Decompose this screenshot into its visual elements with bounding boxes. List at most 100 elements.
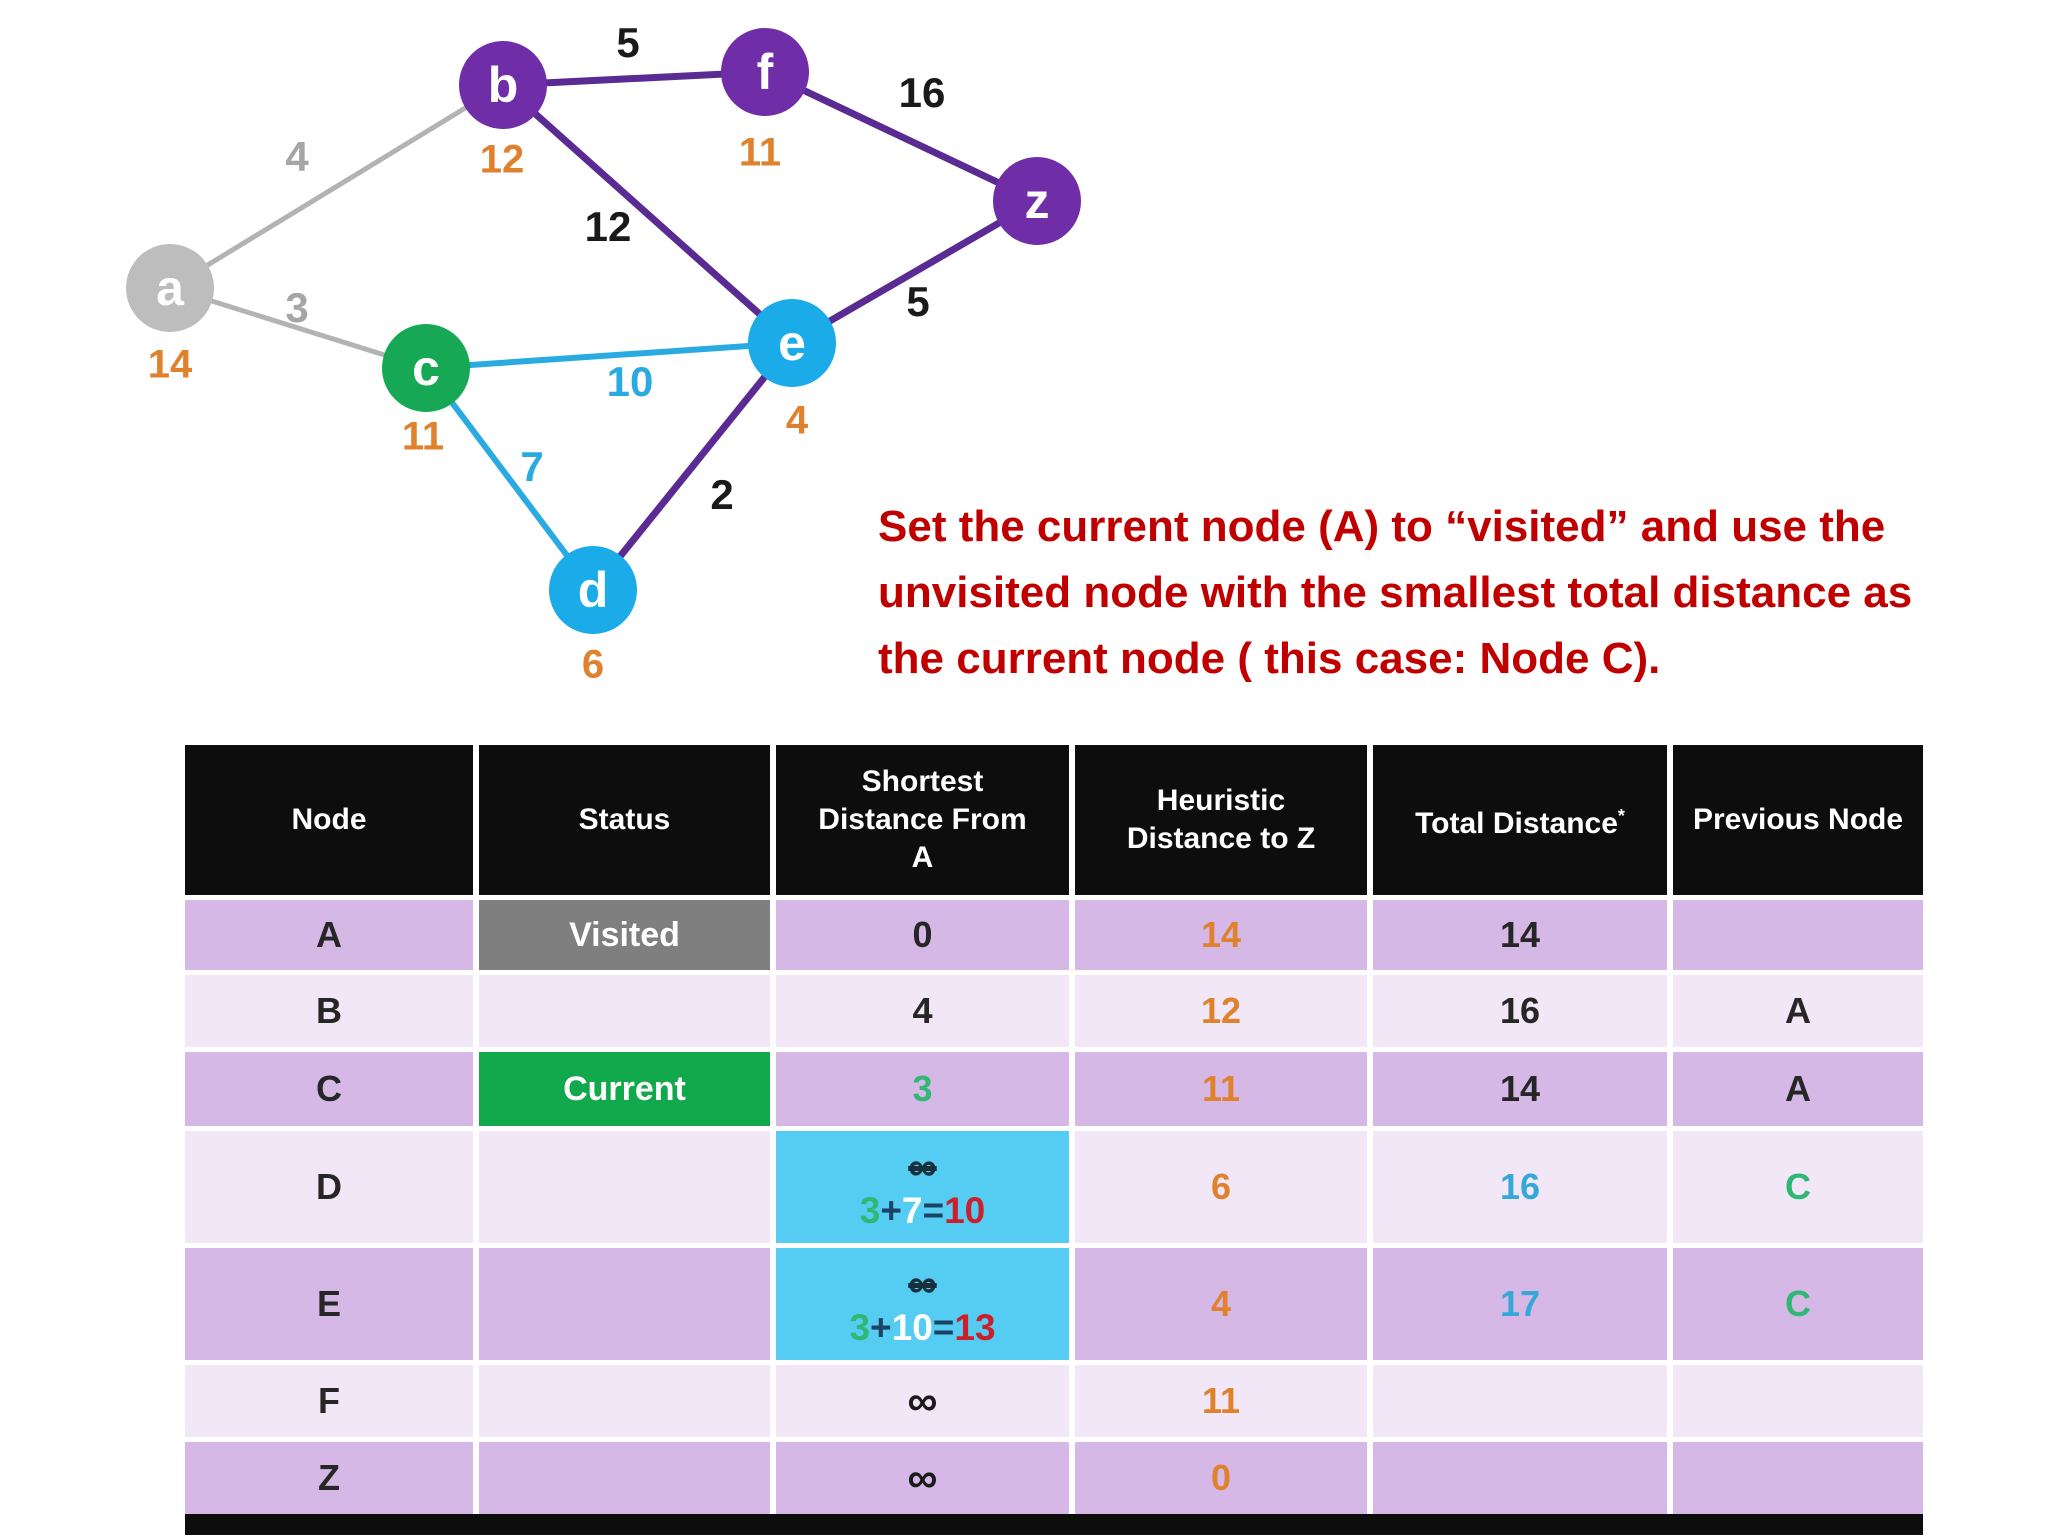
- distance-formula: 3+7=10: [860, 1192, 986, 1229]
- total-distance-asterisk: *: [1617, 806, 1625, 826]
- cell-status: [479, 1365, 770, 1437]
- cell-shortest-updated: ∞ 3+10=13: [776, 1248, 1069, 1360]
- edge-weight-d-e: 2: [710, 471, 734, 518]
- formula-result: 10: [944, 1190, 986, 1231]
- cell-node: F: [185, 1365, 473, 1437]
- edge-b-e: [500, 82, 795, 346]
- edge-d-e: [590, 340, 795, 593]
- cell-total: 16: [1373, 1131, 1667, 1243]
- graph-node-e: e: [748, 299, 836, 387]
- edge-weight-b-f: 5: [616, 19, 640, 66]
- edge-f-z: [763, 68, 1039, 205]
- formula-equals: =: [932, 1307, 955, 1348]
- cell-heuristic: 4: [1075, 1248, 1367, 1360]
- cell-node: C: [185, 1052, 473, 1126]
- edge-a-b: [168, 82, 505, 291]
- edge-weight-f-z: 16: [898, 69, 946, 116]
- heuristic-label-a: 14: [147, 342, 193, 387]
- edge-weight-a-b: 4: [285, 133, 309, 180]
- cell-total: 17: [1373, 1248, 1667, 1360]
- cell-total: 16: [1373, 975, 1667, 1047]
- graph-node-c: c: [382, 324, 470, 412]
- formula-plus: +: [870, 1307, 892, 1348]
- heuristic-label-d: 6: [581, 642, 605, 687]
- col-header-shortest: Shortest Distance From A: [776, 745, 1069, 895]
- note-segment-bold: current node: [956, 634, 1226, 683]
- cell-heuristic: 11: [1075, 1052, 1367, 1126]
- edge-weight-c-d: 7: [520, 443, 544, 490]
- cell-previous: A: [1673, 1052, 1923, 1126]
- cell-status: Current: [479, 1052, 770, 1126]
- edge-c-e: [425, 340, 793, 371]
- cell-total: [1373, 1442, 1667, 1514]
- note-segment: and use the unvisited node with the smal…: [878, 502, 1913, 683]
- cell-previous: [1673, 1442, 1923, 1514]
- cell-previous: C: [1673, 1248, 1923, 1360]
- graph-node-z: z: [993, 157, 1081, 245]
- heuristic-label-e: 4: [785, 398, 809, 443]
- cell-previous: [1673, 900, 1923, 970]
- formula-equals: =: [922, 1190, 945, 1231]
- formula-plus: +: [880, 1190, 902, 1231]
- edge-e-z: [790, 197, 1039, 347]
- cell-node: B: [185, 975, 473, 1047]
- formula-edge: 10: [891, 1307, 933, 1348]
- cell-total: 14: [1373, 900, 1667, 970]
- graph-node-f: f: [721, 28, 809, 116]
- cell-node: A: [185, 900, 473, 970]
- cell-previous: C: [1673, 1131, 1923, 1243]
- cell-shortest: 0: [776, 900, 1069, 970]
- status-badge-current: Current: [479, 1052, 770, 1126]
- cell-node: D: [185, 1131, 473, 1243]
- heuristic-label-f: 11: [738, 130, 782, 175]
- heuristic-label-b: 12: [479, 137, 525, 182]
- note-segment-bold: “visited”: [1445, 502, 1629, 551]
- cell-shortest: 3: [776, 1052, 1069, 1126]
- graph-diagram: a b c d e f z 4 3 5 12 16 5 10 7 2 14 12…: [0, 0, 1150, 760]
- cell-heuristic: 6: [1075, 1131, 1367, 1243]
- old-infinity-value: ∞: [908, 1262, 937, 1306]
- formula-result: 13: [954, 1307, 996, 1348]
- cell-shortest-updated: ∞ 3+7=10: [776, 1131, 1069, 1243]
- graph-node-a: a: [126, 244, 214, 332]
- edge-weight-c-e: 10: [606, 358, 654, 405]
- cell-node: E: [185, 1248, 473, 1360]
- edge-c-d: [423, 366, 596, 592]
- cell-heuristic: 0: [1075, 1442, 1367, 1514]
- cell-node: Z: [185, 1442, 473, 1514]
- formula-edge: 7: [901, 1190, 923, 1231]
- col-header-status: Status: [479, 745, 770, 895]
- formula-start: 3: [849, 1307, 871, 1348]
- astar-table: Node Status Shortest Distance From A Heu…: [185, 745, 1923, 1514]
- edge-weight-b-e: 12: [584, 203, 632, 250]
- heuristic-label-c: 11: [401, 414, 445, 459]
- cell-shortest: 4: [776, 975, 1069, 1047]
- cell-status: [479, 1248, 770, 1360]
- graph-node-b: b: [459, 41, 547, 129]
- old-infinity-value: ∞: [908, 1145, 937, 1189]
- cell-heuristic: 12: [1075, 975, 1367, 1047]
- col-header-node: Node: [185, 745, 473, 895]
- cell-previous: A: [1673, 975, 1923, 1047]
- formula-start: 3: [859, 1190, 881, 1231]
- col-header-previous: Previous Node: [1673, 745, 1923, 895]
- cell-total: 14: [1373, 1052, 1667, 1126]
- col-header-total: Total Distance*: [1373, 745, 1667, 895]
- cell-heuristic: 11: [1075, 1365, 1367, 1437]
- table-bottom-border: [185, 1514, 1923, 1535]
- cell-total: [1373, 1365, 1667, 1437]
- infinity-value: ∞: [907, 1377, 938, 1424]
- cell-previous: [1673, 1365, 1923, 1437]
- note-segment: Set the current node (A) to: [878, 502, 1446, 551]
- distance-formula: 3+10=13: [849, 1309, 995, 1346]
- cell-status: [479, 1131, 770, 1243]
- instruction-text: Set the current node (A) to “visited” an…: [878, 494, 1983, 692]
- cell-status: [479, 1442, 770, 1514]
- note-segment: ( this case: Node C).: [1225, 634, 1661, 683]
- col-header-heuristic: Heuristic Distance to Z: [1075, 745, 1367, 895]
- cell-status: [479, 975, 770, 1047]
- edge-weight-e-z: 5: [906, 278, 930, 325]
- infinity-value: ∞: [907, 1454, 938, 1501]
- cell-status: Visited: [479, 900, 770, 970]
